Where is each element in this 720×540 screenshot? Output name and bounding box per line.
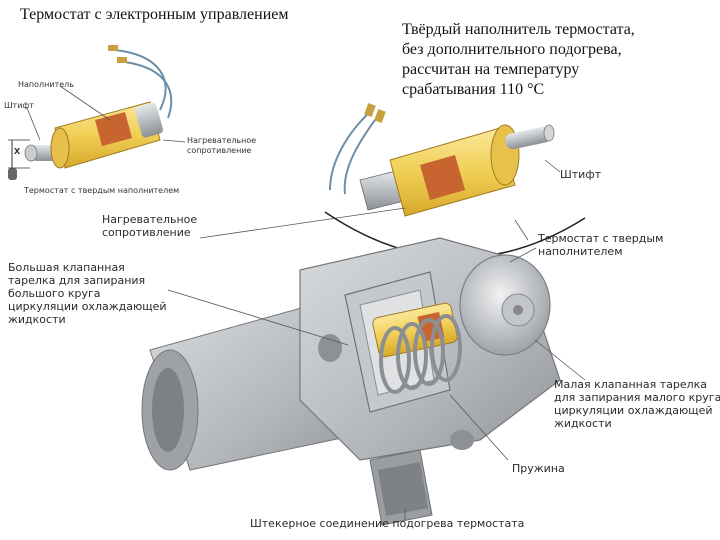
label-line: тарелка для запирания <box>8 274 146 287</box>
main-leaders <box>167 247 586 520</box>
small-thermostat-drawing <box>8 45 173 180</box>
label-line: жидкости <box>554 417 612 430</box>
label-line: большого круга <box>8 287 101 300</box>
big-valve-label: Большая клапанная тарелка для запирания … <box>8 261 167 326</box>
small-leaders <box>26 85 186 143</box>
heater-label: Нагревательное сопротивление <box>102 213 197 239</box>
small-heater-label: Нагревательное сопротивление <box>187 136 256 156</box>
small-heater <box>95 112 132 146</box>
label-line: Большая клапанная <box>8 261 125 274</box>
small-valve-label: Малая клапанная тарелка для запирания ма… <box>554 378 720 430</box>
pin-label: Штифт <box>560 168 602 181</box>
connector-label: Штекерное соединение подогрева термостат… <box>250 517 525 530</box>
stroke-x-mark: X <box>14 147 21 156</box>
mounting-hole <box>318 334 342 362</box>
detail-heater <box>420 155 465 200</box>
label-line: сопротивление <box>102 226 191 239</box>
small-filler-label: Наполнитель <box>18 80 74 89</box>
note-line: рассчитан на температуру <box>402 61 580 78</box>
label-line: для запирания малого круга <box>554 391 720 404</box>
mounting-hole <box>450 430 474 450</box>
solid-thermostat-label: Термостат с твердым наполнителем <box>538 232 663 258</box>
label-line: наполнителем <box>538 245 623 258</box>
label-line: Термостат с твердым <box>538 232 664 245</box>
wire-terminal <box>117 57 127 63</box>
detail-leaders <box>199 159 561 241</box>
thermostat-housing <box>141 237 561 526</box>
small-caption: Термостат с твердым наполнителем <box>24 186 180 195</box>
note-line: срабатывания 110 °C <box>402 81 545 98</box>
label-line: жидкости <box>8 313 66 326</box>
small-pin-label: Штифт <box>4 101 34 110</box>
spring-label: Пружина <box>512 462 565 475</box>
label-line: Малая клапанная тарелка <box>554 378 708 391</box>
detail-thermostat-drawing <box>329 102 555 217</box>
label-line: Нагревательное <box>187 136 257 145</box>
label-line: Нагревательное <box>102 213 198 226</box>
label-line: циркуляции охлаждающей <box>8 300 167 313</box>
note-line: Твёрдый наполнитель термостата, <box>402 21 635 38</box>
spring <box>379 314 462 394</box>
filler-note: Твёрдый наполнитель термостата, без допо… <box>402 20 635 100</box>
note-line: без дополнительного подогрева, <box>402 41 622 58</box>
label-line: циркуляции охлаждающей <box>554 404 713 417</box>
page-title: Термостат с электронным управлением <box>20 6 289 23</box>
label-line: сопротивление <box>187 146 252 155</box>
wire-terminal <box>108 45 118 51</box>
detail-pin <box>505 126 551 150</box>
